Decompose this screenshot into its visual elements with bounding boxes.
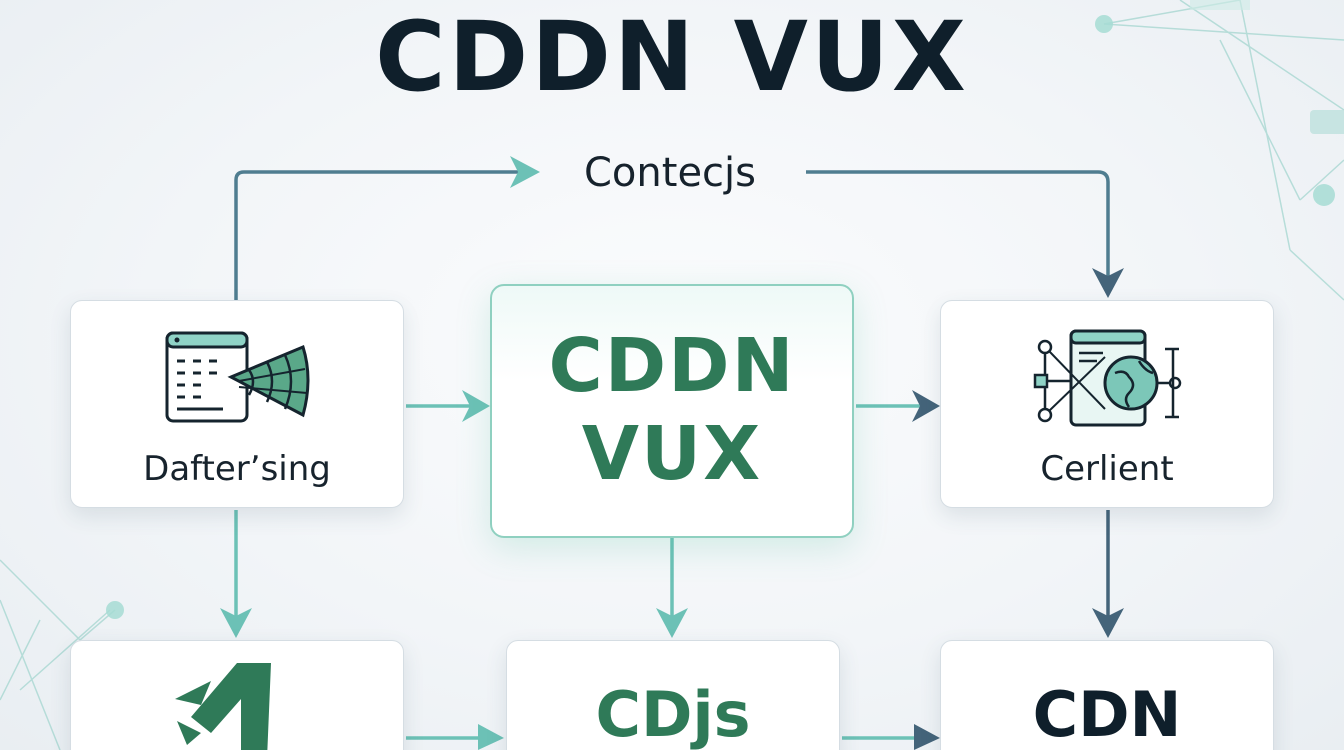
center-title-line1: CDDN bbox=[548, 323, 796, 409]
arrow-head-center-down bbox=[656, 608, 688, 638]
arrow-top-label-to-right bbox=[806, 170, 1110, 280]
arrow-head-right-card bbox=[1092, 268, 1124, 298]
card-bottom-left[interactable] bbox=[70, 640, 404, 750]
card-cerlient[interactable]: Cerlient bbox=[940, 300, 1274, 508]
card-label-cdjs: CDjs bbox=[595, 678, 751, 750]
network-globe-icon bbox=[1033, 329, 1182, 427]
card-cdn[interactable]: CDN bbox=[940, 640, 1274, 750]
card-label-cerlient: Cerlient bbox=[1040, 449, 1174, 489]
arrow-head-center bbox=[462, 390, 490, 422]
card-label-cdn: CDN bbox=[1032, 678, 1182, 750]
top-flow-label: Contecjs bbox=[584, 150, 756, 196]
card-dafter-sing[interactable]: Dafter’sing bbox=[70, 300, 404, 508]
center-title-line2: VUX bbox=[581, 411, 763, 497]
arrow-head-right bbox=[912, 390, 940, 422]
arrow-head-right-down bbox=[1092, 608, 1124, 638]
arrow-head-bottom-right bbox=[914, 724, 940, 750]
arrow-logo-icon bbox=[175, 663, 271, 750]
card-cdjs[interactable]: CDjs bbox=[506, 640, 840, 750]
browser-funnel-icon bbox=[165, 331, 310, 423]
arrow-head-top-label bbox=[510, 156, 540, 188]
card-cddn-vux[interactable]: CDDN VUX bbox=[490, 284, 854, 538]
arrow-head-left-down bbox=[220, 608, 252, 638]
arrow-head-bottom-center bbox=[478, 724, 504, 750]
card-label-dafter-sing: Dafter’sing bbox=[143, 449, 331, 489]
arrow-left-to-top-label bbox=[234, 170, 520, 300]
page-title: CDDN VUX bbox=[375, 1, 969, 113]
